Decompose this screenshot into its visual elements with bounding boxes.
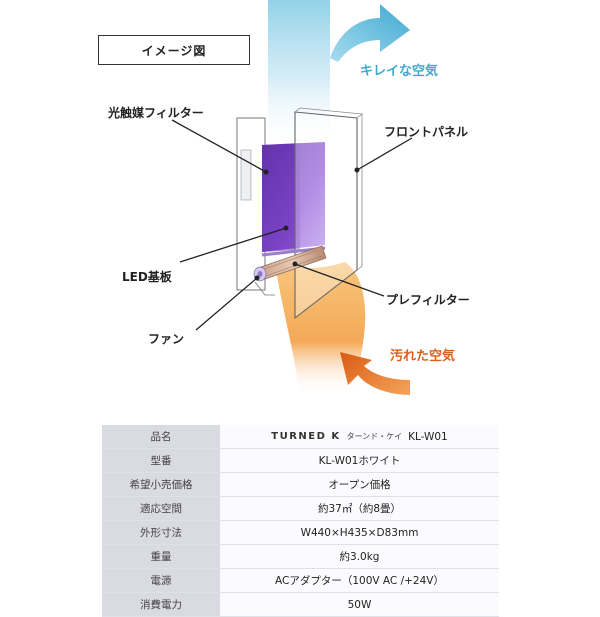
spec-table: 品名 TURNED K ターンド・ケイ KL-W01 型番 KL-W01ホワイト… <box>102 425 499 617</box>
callout-line-pre-filter <box>294 263 385 297</box>
spec-value: 約3.0kg <box>220 544 499 569</box>
image-label: イメージ図 <box>98 35 250 65</box>
table-row: 型番 KL-W01ホワイト <box>102 448 499 473</box>
clean-air-arrow-icon <box>330 4 410 62</box>
dirty-air-arrow-icon <box>340 352 410 395</box>
spec-value: オープン価格 <box>220 472 499 497</box>
table-row: 消費電力 50W <box>102 592 499 617</box>
spec-label: 品名 <box>102 425 220 449</box>
table-row: 適応空間 約37㎡（約8畳） <box>102 496 499 521</box>
spec-value: 約37㎡（約8畳） <box>220 496 499 521</box>
spec-label: 重量 <box>102 544 220 569</box>
callout-led-board: LED基板 <box>122 270 172 284</box>
callout-line-front-panel <box>356 137 413 171</box>
callout-pre-filter: プレフィルター <box>386 293 470 307</box>
table-row: 重量 約3.0kg <box>102 544 499 569</box>
spec-label: 型番 <box>102 448 220 473</box>
spec-label: 外形寸法 <box>102 520 220 545</box>
device-body <box>236 117 266 291</box>
table-row: 品名 TURNED K ターンド・ケイ KL-W01 <box>102 425 499 449</box>
callout-line-photocatalyst <box>171 119 267 173</box>
spec-label: 希望小売価格 <box>102 472 220 497</box>
clean-air-stream <box>268 0 330 150</box>
spec-value: KL-W01ホワイト <box>220 448 499 473</box>
brand-logo: TURNED K <box>271 431 341 443</box>
spec-value: ACアダプター（100V AC /+24V） <box>220 568 499 593</box>
product-diagram: イメージ図 キレイな空気 汚れた空気 光触媒フィルター フロントパネル LED基… <box>98 0 470 395</box>
brand-model: KL-W01 <box>408 430 448 443</box>
brand: TURNED K ターンド・ケイ KL-W01 <box>271 431 448 443</box>
spec-value: 50W <box>220 592 499 617</box>
fan <box>253 245 327 282</box>
brand-kana: ターンド・ケイ <box>346 432 403 442</box>
spec-label: 消費電力 <box>102 592 220 617</box>
table-row: 電源 ACアダプター（100V AC /+24V） <box>102 568 499 593</box>
table-row: 希望小売価格 オープン価格 <box>102 472 499 497</box>
dirty-air-label: 汚れた空気 <box>390 349 456 364</box>
spec-value: W440×H435×D83mm <box>220 520 499 545</box>
callout-line-led-board <box>179 227 287 263</box>
device-side-grille <box>240 149 252 201</box>
spec-label: 適応空間 <box>102 496 220 521</box>
clean-air-label: キレイな空気 <box>360 64 439 79</box>
table-row: 外形寸法 W440×H435×D83mm <box>102 520 499 545</box>
air-purifier-illustration <box>171 0 413 395</box>
callout-photocatalyst-filter: 光触媒フィルター <box>108 106 204 120</box>
spec-label: 電源 <box>102 568 220 593</box>
callout-front-panel: フロントパネル <box>384 125 469 139</box>
callout-line-fan <box>195 277 258 331</box>
spec-value-product-name: TURNED K ターンド・ケイ KL-W01 <box>220 425 499 449</box>
callout-fan: ファン <box>148 332 185 346</box>
